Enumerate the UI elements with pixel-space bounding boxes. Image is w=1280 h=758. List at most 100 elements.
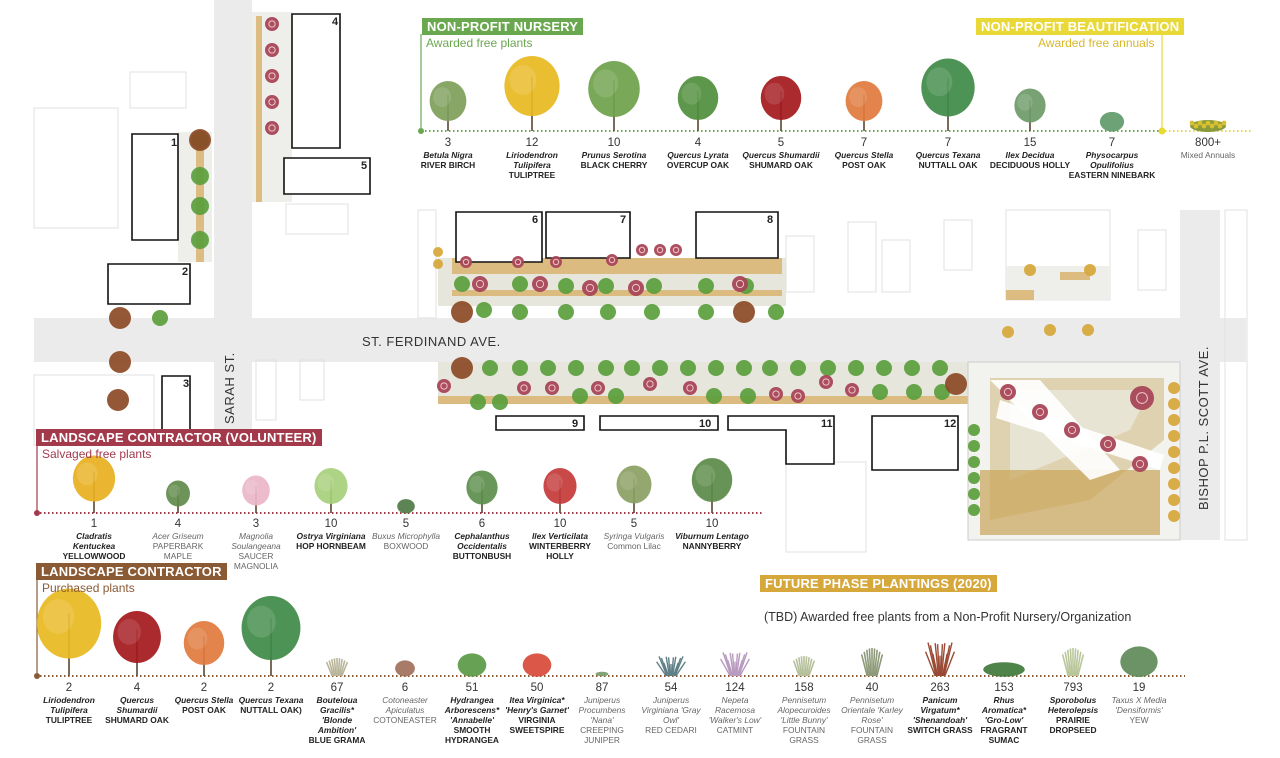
- plant-common-name: YELLOWWOOD: [62, 551, 126, 561]
- plant-common-name: OVERCUP OAK: [666, 160, 730, 170]
- plant-icon-con-6: [457, 653, 487, 677]
- beautification-dot: [1158, 127, 1166, 135]
- plant-count: 158: [794, 682, 814, 694]
- map-tree-dot: [1168, 398, 1180, 410]
- map-tree-dot: [872, 384, 888, 400]
- plant-count: 124: [725, 682, 745, 694]
- map-tree-dot: [906, 384, 922, 400]
- map-tree-dot: [968, 424, 980, 436]
- buildings: [107, 13, 959, 471]
- map-tree-dot: [191, 197, 209, 215]
- plant-count: 5: [402, 518, 410, 530]
- plant-common-name: WINTERBERRY HOLLY: [528, 541, 592, 561]
- map-tree-dot: [1100, 436, 1116, 452]
- map-tree-dot: [1168, 430, 1180, 442]
- map-tree-dot: [706, 388, 722, 404]
- map-tree-dot: [540, 360, 556, 376]
- plant-common-name: BUTTONBUSH: [452, 551, 512, 561]
- plant-scientific-name: Viburnum Lentago: [675, 531, 749, 541]
- plant-icon-vol-5: [466, 470, 498, 513]
- map-tree-dot: [683, 381, 697, 395]
- plant-common-name: BLUE GRAMA: [308, 735, 366, 745]
- plant-common-name: TULIPTREE: [508, 170, 556, 180]
- plant-count: 153: [994, 682, 1014, 694]
- plant-count: 87: [595, 682, 609, 694]
- plant-scientific-name: Quercus Texana: [915, 150, 981, 160]
- plant-icon-vol-1: [166, 480, 190, 513]
- plant-count: 10: [324, 518, 338, 530]
- plant-count: 7: [860, 137, 868, 149]
- map-tree-dot: [876, 360, 892, 376]
- map-tree-dot: [608, 388, 624, 404]
- plant-count: 67: [330, 682, 344, 694]
- plant-scientific-name: Pennisetum Orientale 'Karley Rose': [841, 695, 903, 725]
- plant-scientific-name: Itea Virginica* 'Henry's Garnet': [505, 695, 569, 715]
- plant-scientific-name: Liriodendron Tulipifera: [43, 695, 95, 715]
- map-tree-dot: [558, 278, 574, 294]
- building-number-5: 5: [361, 160, 368, 172]
- map-tree-dot: [437, 379, 451, 393]
- plant-count: 4: [133, 682, 141, 694]
- plant-count: 10: [607, 137, 621, 149]
- plant-scientific-name: Liriodendron Tulipifera: [506, 150, 558, 170]
- plant-common-name: FRAGRANT SUMAC: [980, 725, 1028, 745]
- contractor-subtitle: Purchased plants: [42, 581, 135, 595]
- map-tree-dot: [558, 304, 574, 320]
- plant-common-name: PRAIRIE DROPSEED: [1049, 715, 1097, 735]
- map-tree-dot: [482, 360, 498, 376]
- plant-scientific-name: Rhus Aromatica* 'Gro-Low': [981, 695, 1027, 725]
- map-tree-dot: [265, 95, 279, 109]
- map-tree-dot: [644, 304, 660, 320]
- map-tree-dot: [932, 360, 948, 376]
- map-tree-dot: [600, 304, 616, 320]
- plant-icon-vol-4: [397, 499, 415, 514]
- plant-count: 19: [1132, 682, 1146, 694]
- map-tree-dot: [680, 360, 696, 376]
- map-tree-dot: [545, 381, 559, 395]
- volunteer-title: LANDSCAPE CONTRACTOR (VOLUNTEER): [36, 429, 322, 446]
- volunteer-subtitle: Salvaged free plants: [42, 447, 152, 461]
- plant-common-name: VIRGINIA SWEETSPIRE: [509, 715, 565, 735]
- map-tree-dot: [107, 389, 129, 411]
- plant-common-name: BOXWOOD: [383, 541, 429, 551]
- plant-count: 2: [267, 682, 275, 694]
- map-tree-dot: [152, 310, 168, 326]
- map-tree-dot: [698, 304, 714, 320]
- plant-scientific-name: Buxus Microphylla: [372, 531, 440, 541]
- map-tree-dot: [191, 231, 209, 249]
- map-tree-dot: [265, 17, 279, 31]
- map-tree-dot: [624, 360, 640, 376]
- plant-common-name: TULIPTREE: [45, 715, 93, 725]
- plant-common-name: NUTTALL OAK): [240, 705, 302, 715]
- future-title: FUTURE PHASE PLANTINGS (2020): [760, 575, 997, 592]
- map-tree-dot: [1168, 510, 1180, 522]
- plant-common-name: HOP HORNBEAM: [296, 541, 366, 551]
- map-tree-dot: [1168, 446, 1180, 458]
- plant-icon-vol-8: [691, 458, 733, 513]
- building-number-3: 3: [183, 378, 190, 390]
- plant-count: 12: [525, 137, 539, 149]
- map-tree-dot: [820, 360, 836, 376]
- plant-icon-con-5: [395, 660, 415, 677]
- plant-scientific-name: Bouteloua Gracilis* 'Blonde Ambition': [316, 695, 358, 735]
- map-tree-dot: [191, 167, 209, 185]
- plant-icon-nursery-1: [504, 56, 560, 131]
- plant-count: 2: [200, 682, 208, 694]
- map-tree-dot: [848, 360, 864, 376]
- plant-scientific-name: Cladratis Kentuckea: [72, 531, 116, 551]
- map-tree-dot: [1168, 462, 1180, 474]
